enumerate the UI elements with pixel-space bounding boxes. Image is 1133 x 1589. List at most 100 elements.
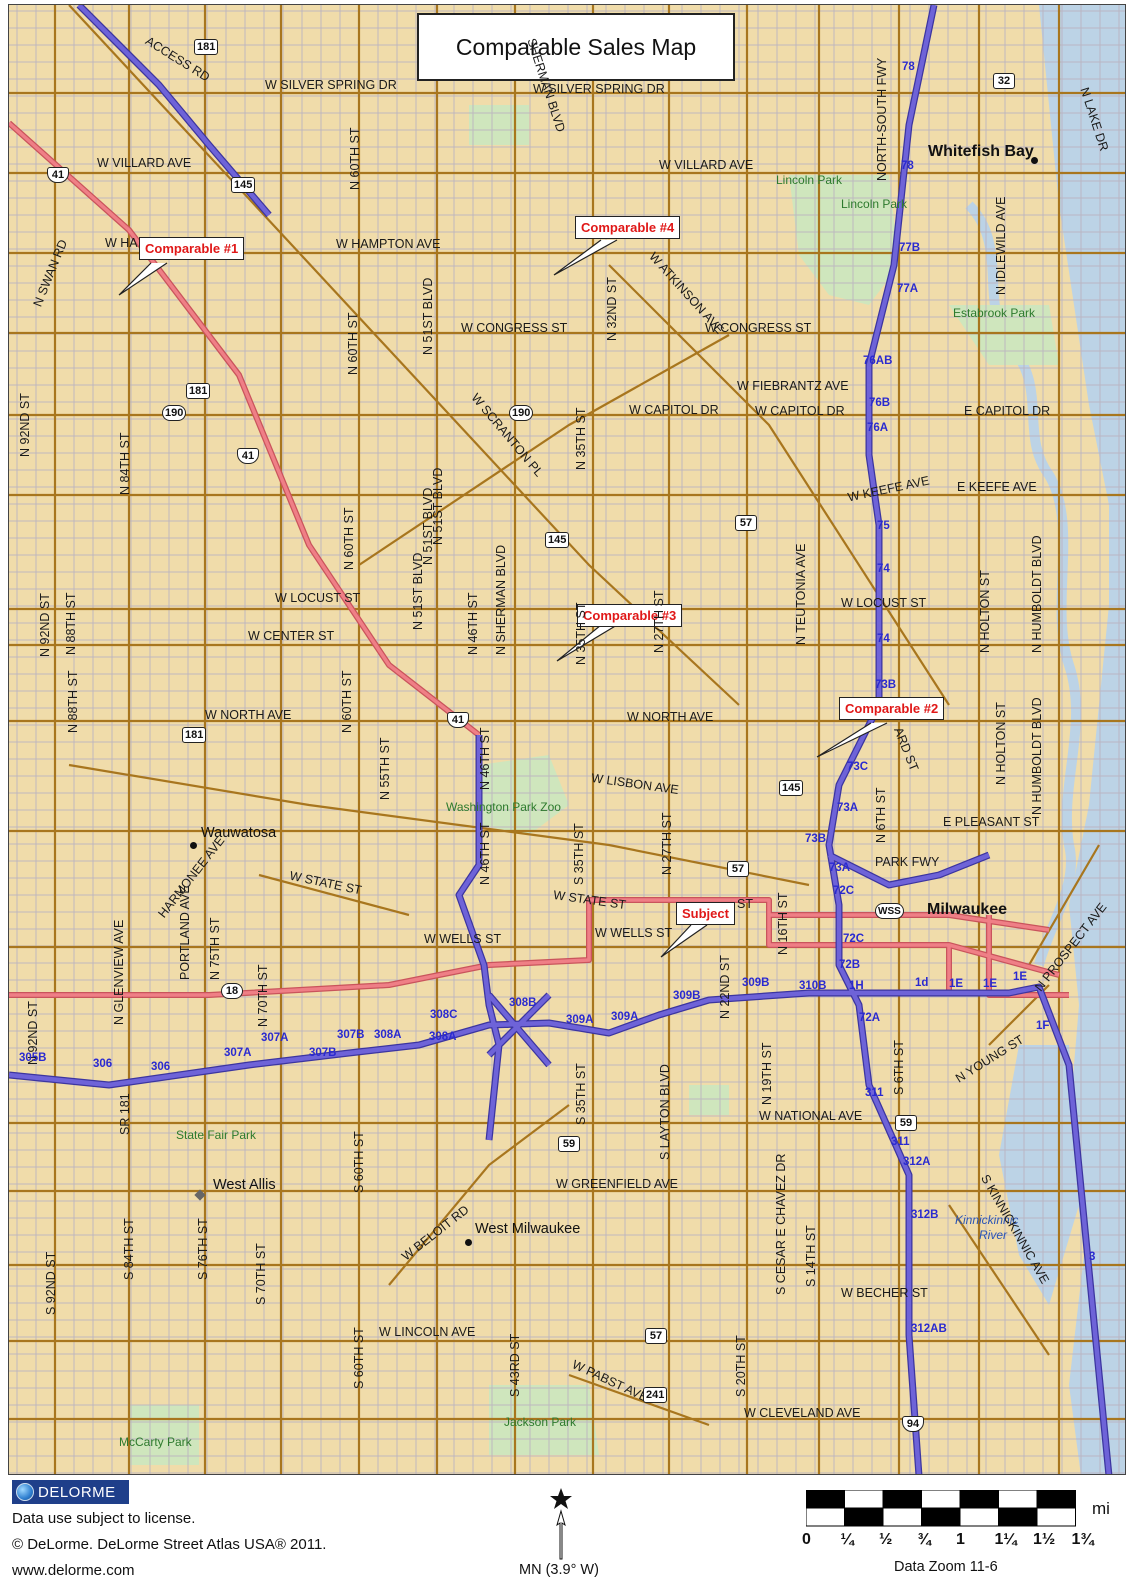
washington-park-area xyxy=(479,755,569,835)
street-s84th: S 84TH ST xyxy=(122,1218,136,1280)
exit-312ab: 312AB xyxy=(911,1323,947,1335)
street-congress-east: W CONGRESS ST xyxy=(705,321,812,335)
exit-305b: 305B xyxy=(19,1052,47,1064)
scale-cell xyxy=(959,1489,999,1509)
street-sherman: N SHERMAN BLVD xyxy=(494,544,508,655)
scale-cell xyxy=(882,1507,922,1527)
exit-74-b: 74 xyxy=(877,633,890,645)
street-holton-b: N HOLTON ST xyxy=(994,702,1008,785)
street-humboldt: N HUMBOLDT BLVD xyxy=(1030,535,1044,653)
street-idlewild: N IDLEWILD AVE xyxy=(994,196,1008,295)
shield-181-top: 181 xyxy=(194,39,219,55)
exit-73a-2: 73A xyxy=(829,862,851,874)
street-n19th: N 19TH ST xyxy=(760,1042,774,1105)
street-s35th: S 35TH ST xyxy=(572,823,586,885)
street-wells-east: W WELLS ST xyxy=(595,926,673,940)
us-highway-41 xyxy=(9,120,1069,998)
street-wells-west: W WELLS ST xyxy=(424,932,502,946)
street-cleveland: W CLEVELAND AVE xyxy=(744,1406,861,1420)
data-zoom-label: Data Zoom 11-6 xyxy=(894,1559,998,1575)
street-north-south-fwy: NORTH-SOUTH FWY xyxy=(875,57,889,181)
comparable-1-callout[interactable]: Comparable #1 xyxy=(139,237,245,260)
shield-57-mid: 57 xyxy=(735,515,757,531)
street-n46th-b: N 46TH ST xyxy=(478,727,492,790)
interstate-roads xyxy=(9,5,1112,1474)
exit-1d: 1d xyxy=(915,977,929,989)
shield-41-low: 41 xyxy=(447,712,469,728)
callout-leader-2 xyxy=(553,239,618,276)
scale-checker xyxy=(805,1489,1076,1527)
street-fiebrantz: W FIEBRANTZ AVE xyxy=(737,379,849,393)
exit-72a: 72A xyxy=(859,1012,881,1024)
website-link[interactable]: www.delorme.com xyxy=(12,1562,135,1579)
minor-street-grid xyxy=(9,5,1125,1474)
scale-cell xyxy=(805,1489,845,1509)
street-s76th: S 76TH ST xyxy=(196,1218,210,1280)
city-west-allis: West Allis xyxy=(213,1177,276,1193)
scale-cell xyxy=(1036,1507,1076,1527)
scale-cell xyxy=(844,1489,884,1509)
map-area[interactable]: Comparable Sales Map Comparable #1 Compa… xyxy=(8,4,1126,1475)
street-becher: W BECHER ST xyxy=(841,1286,928,1300)
exit-312a: 312A xyxy=(903,1156,931,1168)
street-s43rd: S 43RD ST xyxy=(508,1333,522,1397)
park-lincoln-1: Lincoln Park xyxy=(776,173,843,187)
street-silver-spring-west: W SILVER SPRING DR xyxy=(265,78,397,92)
exit-307a-2: 307A xyxy=(224,1047,252,1059)
license-text: Data use subject to license. xyxy=(12,1510,196,1527)
callout-leader-5 xyxy=(660,924,708,958)
street-portland: PORTLAND AVE xyxy=(178,885,192,980)
street-villard-east: W VILLARD AVE xyxy=(659,158,754,172)
north-star-icon xyxy=(550,1488,572,1560)
exit-72c-2: 72C xyxy=(843,933,865,945)
shield-94: 94 xyxy=(902,1416,924,1432)
street-greenfield: W GREENFIELD AVE xyxy=(556,1177,679,1191)
wauwatosa-marker xyxy=(190,842,197,849)
exit-308b: 308B xyxy=(509,997,537,1009)
subject-callout[interactable]: Subject xyxy=(676,902,735,925)
street-north-ave-west: W NORTH AVE xyxy=(205,708,292,722)
exit-1e-3: 1E xyxy=(1013,971,1028,983)
street-n92nd: N 92ND ST xyxy=(38,593,52,657)
comparable-4-callout[interactable]: Comparable #4 xyxy=(575,216,681,239)
park-estabrook: Estabrook Park xyxy=(953,306,1036,320)
scale-cell xyxy=(882,1489,922,1509)
comparable-3-callout[interactable]: Comparable #3 xyxy=(577,604,683,627)
street-s92nd: S 92ND ST xyxy=(44,1251,58,1315)
shield-145-low: 145 xyxy=(779,780,804,796)
interstate-network xyxy=(9,5,1113,1474)
exit-309b-2: 309B xyxy=(673,990,701,1002)
scale-tick-label: 1¼ xyxy=(994,1531,1017,1548)
street-n88th-b: N 88TH ST xyxy=(66,670,80,733)
street-n35th: N 35TH ST xyxy=(574,407,588,470)
street-national: W NATIONAL AVE xyxy=(759,1109,863,1123)
street-n70th: N 70TH ST xyxy=(256,964,270,1027)
street-glenview: N GLENVIEW AVE xyxy=(112,919,126,1025)
street-cesar-chavez: S CESAR E CHAVEZ DR xyxy=(774,1153,788,1295)
exit-309a-2: 309A xyxy=(566,1014,594,1026)
city-milwaukee: Milwaukee xyxy=(927,901,1008,918)
street-n88th-a: N 88TH ST xyxy=(64,592,78,655)
scale-cell xyxy=(998,1507,1038,1527)
park-washington-zoo: Washington Park Zoo xyxy=(446,800,561,814)
shield-145-mid: 145 xyxy=(545,532,570,548)
shield-41-mid: 41 xyxy=(237,448,259,464)
street-congress-west: W CONGRESS ST xyxy=(461,321,568,335)
shield-59-mid: 59 xyxy=(558,1136,580,1152)
scale-tick-label: ¾ xyxy=(917,1531,931,1548)
exit-74-a: 74 xyxy=(877,563,890,575)
scale-tick-label: 1 xyxy=(956,1531,965,1548)
callout-leader-4 xyxy=(816,722,888,758)
scale-tick-label: 1¾ xyxy=(1071,1531,1094,1548)
scale-cell xyxy=(921,1489,961,1509)
comparable-2-callout[interactable]: Comparable #2 xyxy=(839,697,945,720)
park-state-fair: State Fair Park xyxy=(176,1128,257,1142)
shield-57-bottom: 57 xyxy=(645,1328,667,1344)
street-capitol-west: W CAPITOL DR xyxy=(629,403,719,417)
street-pleasant: E PLEASANT ST xyxy=(943,815,1040,829)
shield-18: 18 xyxy=(221,983,243,999)
callout-leader-1 xyxy=(118,262,168,296)
street-s14th: S 14TH ST xyxy=(804,1225,818,1287)
scale-cell xyxy=(921,1507,961,1527)
exit-73a: 73A xyxy=(837,802,859,814)
